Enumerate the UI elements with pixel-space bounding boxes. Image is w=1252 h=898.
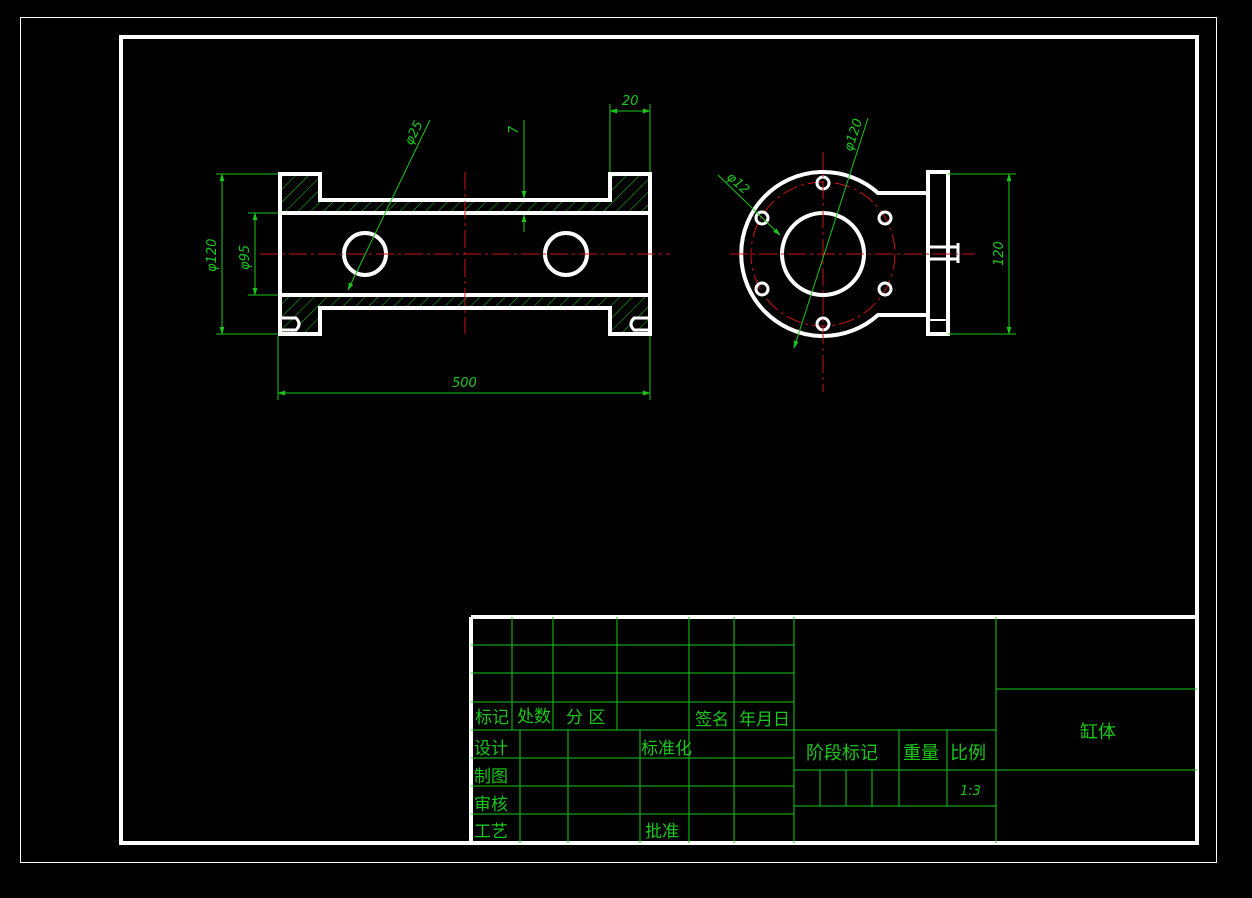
tb-label-standardize: 标准化: [641, 739, 692, 759]
hatch-right-flange-top: [610, 174, 650, 213]
bolt-hole: [754, 281, 770, 297]
tb-label-date: 年月日: [739, 710, 790, 730]
tb-label-review: 审核: [474, 795, 508, 815]
flange-outline: [739, 170, 930, 338]
dim-height: 120: [992, 241, 1007, 266]
side-view: [730, 152, 975, 392]
bolt-hole: [877, 281, 893, 297]
dim-wall: 7: [507, 125, 522, 134]
tb-part-name: 缸体: [1080, 721, 1116, 743]
dim-length: 500: [452, 376, 477, 391]
dimension-lines: [216, 104, 1016, 400]
hatch-left-flange-top: [280, 174, 320, 213]
dim-bore-dia: φ95: [238, 245, 253, 270]
tb-label-weight: 重量: [903, 743, 939, 764]
mounting-plate: [926, 170, 950, 336]
drawing-frame: [119, 35, 1199, 845]
tb-label-drawing: 制图: [474, 767, 508, 787]
title-block: 标记 处数 分 区 签名 年月日 设计 标准化 制图 审核 工艺 批准 阶段标记…: [469, 615, 1197, 843]
hatch-left-flange-bottom: [280, 295, 320, 334]
body-outer-outline: [278, 172, 652, 336]
bolt-hole: [754, 210, 770, 226]
tb-label-design: 设计: [474, 739, 508, 759]
seal-groove-right: [629, 316, 648, 332]
tb-label-scale: 比例: [950, 743, 986, 764]
dim-bolt-hole-dia: φ12: [723, 170, 752, 198]
dimension-texts: φ25 7 20 φ120 φ95 500 φ120 φ12 120: [205, 94, 1007, 391]
bolt-hole: [877, 210, 893, 226]
tb-label-mark: 标记: [475, 708, 509, 728]
tb-label-zone: 分 区: [566, 708, 605, 728]
dim-outer-dia: φ120: [205, 239, 220, 272]
front-section-view: [260, 172, 670, 336]
tb-label-count: 处数: [517, 707, 551, 727]
dim-hole-dia: φ25: [402, 119, 426, 148]
tb-label-process: 工艺: [474, 822, 508, 842]
sheet-outer-border: [20, 17, 1217, 863]
tb-label-approve: 批准: [645, 822, 679, 842]
hatch-right-flange-bottom: [610, 295, 650, 334]
tb-label-stage-mark: 阶段标记: [806, 743, 878, 764]
tb-label-signature: 签名: [695, 710, 729, 730]
tb-scale-value: 1:3: [960, 784, 981, 799]
dim-flange: 20: [622, 94, 639, 109]
seal-groove-left: [282, 316, 301, 332]
